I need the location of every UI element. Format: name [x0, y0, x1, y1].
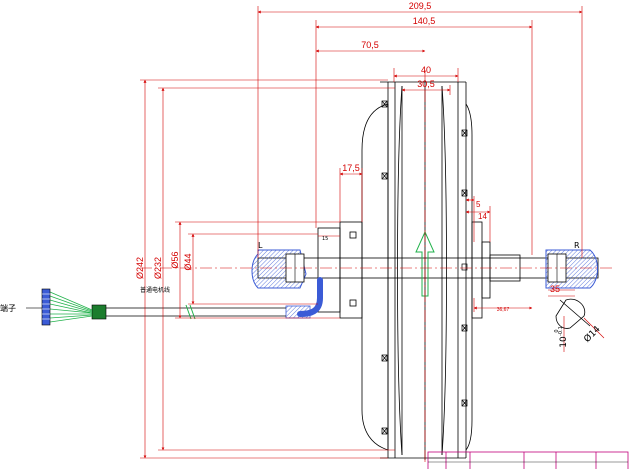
cable	[91, 277, 323, 320]
flat-10: 10	[559, 336, 569, 348]
dia-232: Ø232	[153, 257, 163, 279]
dia-14: Ø14	[582, 324, 603, 345]
dim-36-67: 36,67	[497, 307, 510, 313]
dim-140-5: 140,5	[413, 16, 436, 26]
terminal-connector	[41, 288, 51, 326]
right-hub	[471, 221, 521, 319]
connector-wires	[49, 291, 93, 323]
flat-10-tol-lower: -0.1	[558, 326, 564, 336]
spoke-holes	[381, 100, 468, 435]
flat-section	[555, 298, 591, 329]
left-hub	[317, 221, 363, 319]
label-cable: 普通电机线	[140, 286, 170, 294]
dia-56: Ø56	[170, 251, 180, 268]
dim-209-5: 209,5	[409, 1, 432, 11]
dimension-lines	[140, 6, 605, 459]
dim-35: 35	[550, 284, 560, 294]
dim-15: 15	[322, 236, 328, 242]
right-cover	[545, 249, 598, 289]
motor-housing	[361, 80, 473, 460]
dim-40: 40	[421, 65, 431, 75]
flat-10-tol-upper: 0	[554, 329, 560, 332]
label-terminal: 端子	[0, 303, 16, 313]
centerlines	[140, 70, 612, 462]
rotation-arrow	[415, 230, 435, 297]
dim-30-5: 30,5	[417, 79, 435, 89]
dia-44: Ø44	[183, 253, 193, 270]
dim-5: 5	[476, 200, 481, 209]
dim-14: 14	[478, 212, 487, 221]
label-left: L	[258, 241, 263, 250]
dia-242: Ø242	[135, 257, 145, 279]
dim-17-5: 17,5	[342, 163, 360, 173]
left-cover	[251, 249, 307, 289]
label-right: R	[574, 241, 580, 250]
dim-70-5: 70,5	[361, 40, 379, 50]
